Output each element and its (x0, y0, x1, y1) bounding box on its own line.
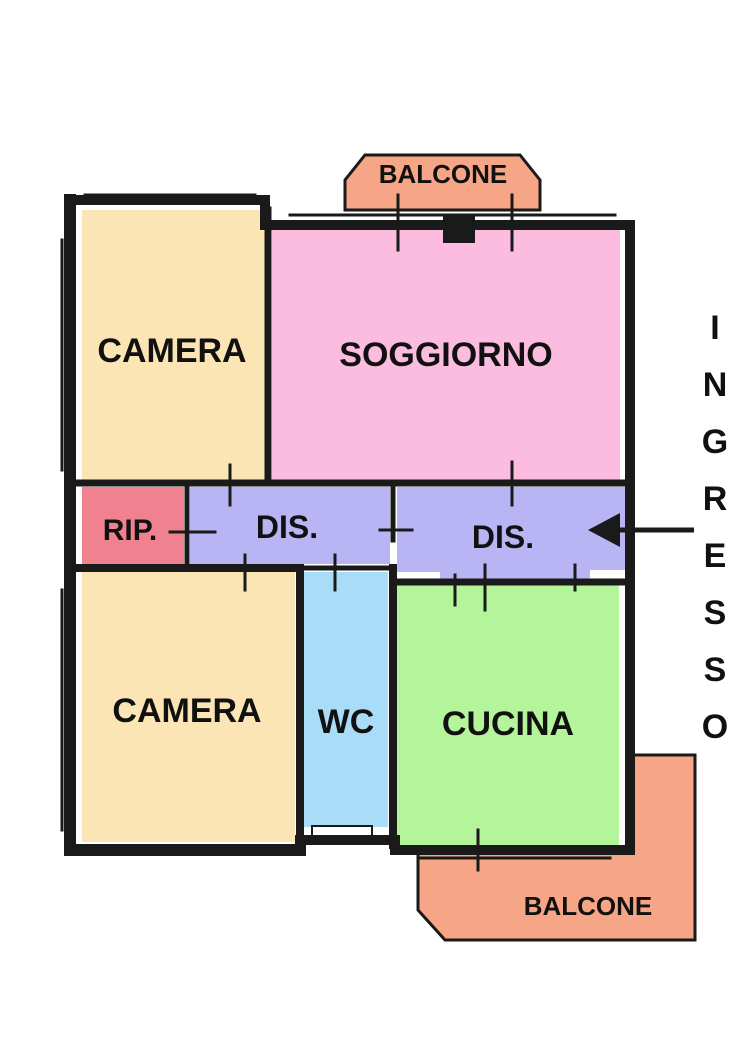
entrance-letter: R (702, 480, 728, 518)
entrance-arrow (588, 513, 694, 547)
entrance-letter: N (702, 366, 728, 404)
balcony-top-area (343, 153, 542, 212)
room-label-wc: WC (318, 703, 375, 741)
room-label-ripostiglio: RIP. (103, 514, 157, 547)
wc-area (304, 572, 388, 827)
soggiorno-area (272, 228, 620, 480)
room-label-balcone-top: BALCONE (379, 159, 508, 189)
room-label-soggiorno: SOGGIORNO (339, 336, 552, 374)
disimpegno-left-area (190, 487, 390, 564)
entrance-letter: S (703, 594, 727, 632)
disimpegno-right-area (397, 487, 626, 580)
walls (60, 193, 635, 872)
wc-window (311, 825, 373, 837)
room-label-camera-top: CAMERA (97, 332, 246, 370)
entrance-label: I N G R E S S O (700, 300, 730, 756)
room-label-disimpegno-right: DIS. (472, 519, 534, 555)
entrance-letter: G (701, 423, 729, 461)
room-label-cucina: CUCINA (442, 705, 574, 743)
pillar (443, 215, 475, 243)
camera-top-area (82, 210, 265, 480)
entrance-letter: O (701, 708, 729, 746)
entrance-letter: E (703, 537, 727, 575)
ripostiglio-area (82, 487, 184, 564)
room-label-balcone-bottom: BALCONE (524, 891, 653, 921)
cucina-area (397, 585, 619, 845)
room-label-camera-bottom: CAMERA (112, 692, 261, 730)
entrance-letter: I (710, 309, 720, 347)
entrance-letter: S (703, 651, 727, 689)
camera-bottom-area (82, 572, 295, 842)
room-label-disimpegno-left: DIS. (256, 509, 318, 545)
